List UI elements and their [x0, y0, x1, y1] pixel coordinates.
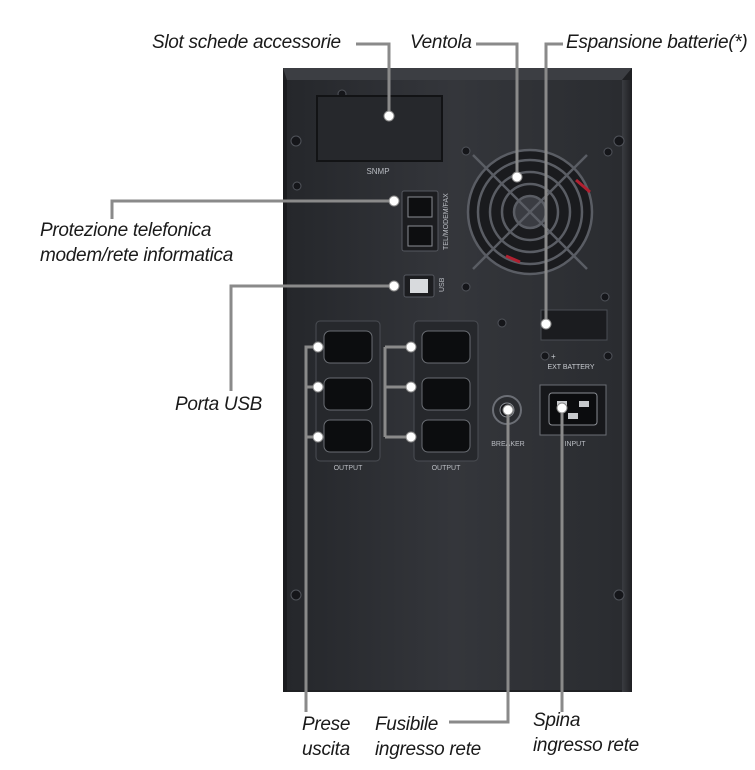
callout-ventola-text: Ventola	[410, 32, 472, 53]
output-outlets-right: OUTPUT	[413, 320, 479, 472]
callout-ventola: Ventola	[410, 30, 472, 55]
callout-porta-usb: Porta USB	[175, 392, 262, 417]
callout-spina-line2: ingresso rete	[533, 735, 639, 756]
callout-protezione-line2: modem/rete informatica	[40, 245, 233, 266]
input-socket: INPUT	[539, 384, 607, 448]
callout-slot-schede: Slot schede accessorie	[152, 30, 341, 55]
callout-protezione-line1: Protezione telefonica	[40, 220, 212, 241]
callout-espansione: Espansione batterie(*)	[566, 30, 748, 55]
leader-fusibile	[449, 410, 510, 724]
leader-usb	[229, 284, 393, 391]
leader-lines	[110, 42, 564, 724]
leader-espansione	[544, 42, 563, 323]
output-left-label: OUTPUT	[334, 465, 364, 472]
callout-slot-text: Slot schede accessorie	[152, 32, 341, 53]
callout-fusibile-line1: Fusibile	[375, 714, 439, 735]
callout-fusibile-line2: ingresso rete	[375, 739, 481, 760]
ext-battery-label: EXT BATTERY	[547, 364, 594, 371]
callout-prese-line2: uscita	[302, 739, 350, 760]
leader-ventola	[476, 42, 519, 176]
callout-fusibile: Fusibile ingresso rete	[375, 712, 481, 762]
output-outlets-left: OUTPUT	[315, 320, 381, 472]
leader-dots	[312, 110, 568, 443]
callout-espansione-text: Espansione batterie(*)	[566, 32, 748, 53]
callout-spina: Spina ingresso rete	[533, 708, 639, 758]
callout-spina-line1: Spina	[533, 710, 581, 731]
ext-battery-connector: + EXT BATTERY	[540, 309, 608, 371]
leader-protezione	[110, 199, 393, 219]
callout-protezione: Protezione telefonica modem/rete informa…	[40, 218, 233, 268]
callout-usb-text: Porta USB	[175, 394, 263, 415]
usb-port-label: USB	[439, 277, 446, 292]
input-label: INPUT	[565, 441, 587, 448]
ext-battery-plus: +	[551, 352, 556, 361]
output-right-label: OUTPUT	[432, 465, 462, 472]
tel-port-label: TEL/MODEM/FAX	[443, 193, 450, 250]
callout-prese: Prese uscita	[302, 712, 350, 762]
callout-prese-line1: Prese	[302, 714, 351, 735]
tel-modem-ports: TEL/MODEM/FAX	[401, 190, 450, 252]
snmp-label: SNMP	[366, 167, 389, 176]
snmp-slot: SNMP	[316, 95, 443, 176]
leader-slot	[356, 42, 391, 115]
usb-port: USB	[403, 274, 446, 298]
leader-outlets-right	[383, 345, 410, 439]
cooling-fan	[466, 148, 594, 276]
